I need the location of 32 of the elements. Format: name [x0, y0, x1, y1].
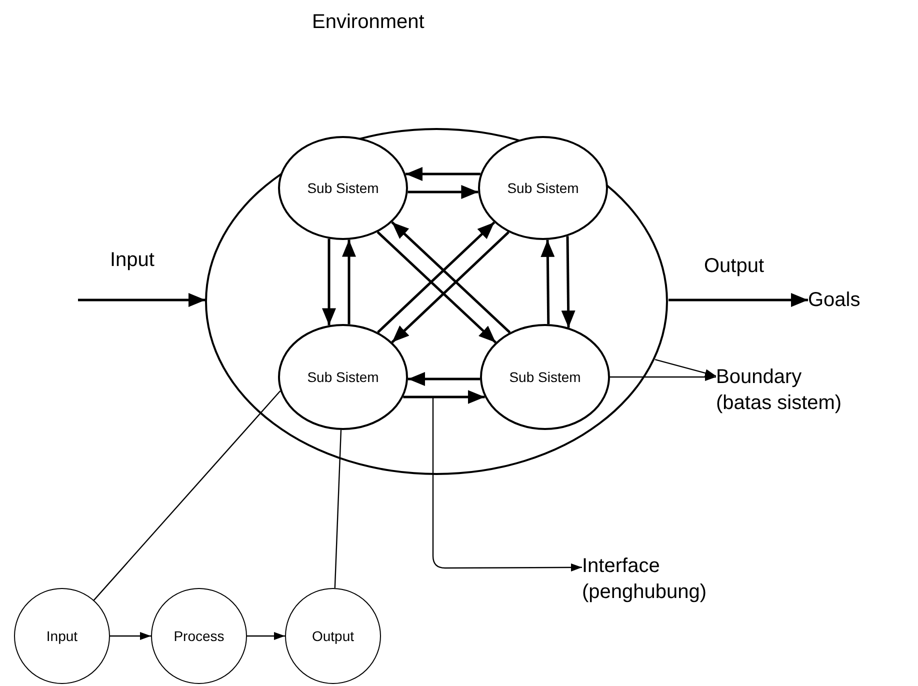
- arrow: [342, 240, 356, 324]
- arrow: [408, 185, 478, 199]
- arrow: [391, 231, 510, 344]
- node-label: Process: [174, 628, 224, 644]
- arrow: [668, 293, 808, 307]
- node-label: Input: [46, 628, 78, 644]
- arrow: [78, 293, 206, 307]
- arrow: [403, 390, 485, 404]
- arrow: [376, 231, 497, 344]
- arrow: [432, 397, 582, 572]
- arrow: [391, 221, 511, 334]
- connector-line: [334, 430, 342, 588]
- annotation-text: Goals: [808, 287, 868, 313]
- node-label: Sub Sistem: [507, 180, 579, 196]
- annotation-text: Interface (penghubung): [582, 553, 716, 605]
- arrow: [406, 167, 480, 181]
- arrow: [408, 372, 480, 386]
- arrow: [654, 359, 716, 377]
- environment-label: Environment: [312, 10, 424, 34]
- arrow: [610, 373, 716, 381]
- arrow: [540, 240, 555, 324]
- arrow: [561, 236, 576, 328]
- arrow: [322, 238, 336, 326]
- node-label: Sub Sistem: [307, 369, 379, 385]
- annotation-text: Boundary (batas sistem): [716, 364, 858, 416]
- node-label: Sub Sistem: [509, 369, 581, 385]
- connector-line: [93, 390, 281, 601]
- arrow: [377, 222, 496, 334]
- arrow: [247, 632, 285, 640]
- node-label: Output: [312, 628, 354, 644]
- node-label: Sub Sistem: [307, 180, 379, 196]
- arrow: [110, 632, 151, 640]
